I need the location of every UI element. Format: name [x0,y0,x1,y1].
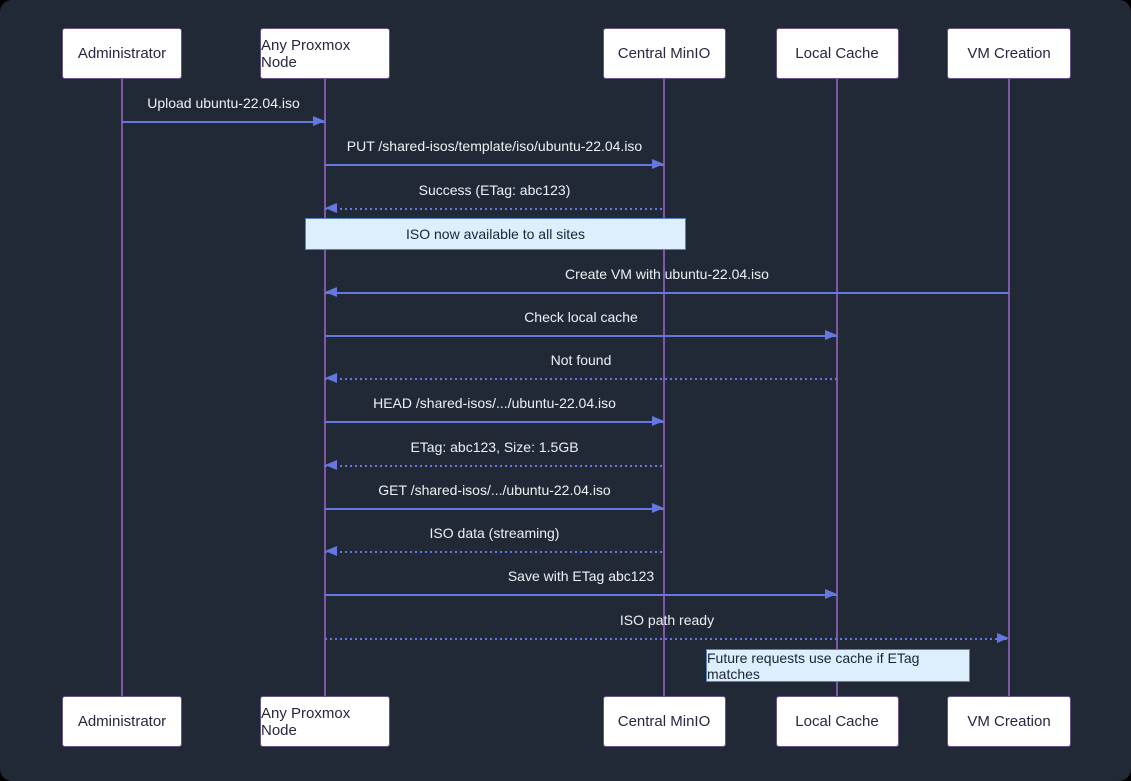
message-label-3: Create VM with ubuntu-22.04.iso [565,266,769,282]
message-label-0: Upload ubuntu-22.04.iso [147,95,300,111]
message-line-10 [325,594,837,596]
message-label-7: ETag: abc123, Size: 1.5GB [410,439,579,455]
actor-box-cache-top: Local Cache [775,28,899,79]
actor-box-vm-top: VM Creation [947,28,1071,79]
message-line-9 [325,551,664,553]
message-arrowhead-11 [997,633,1009,643]
lifeline-vm [1008,79,1010,697]
actor-box-proxmox-bottom: Any Proxmox Node [260,696,390,747]
message-line-5 [325,378,837,380]
lifeline-administrator [121,79,123,697]
note-0: ISO now available to all sites [305,218,686,250]
message-label-10: Save with ETag abc123 [507,568,655,584]
message-line-2 [325,208,664,210]
message-arrowhead-4 [825,330,837,340]
message-line-7 [325,465,664,467]
message-label-2: Success (ETag: abc123) [418,182,571,198]
actor-box-administrator-bottom: Administrator [62,696,182,747]
actor-box-minio-bottom: Central MinIO [602,696,726,747]
message-arrowhead-7 [325,460,337,470]
message-line-8 [325,508,664,510]
message-arrowhead-2 [325,203,337,213]
message-arrowhead-3 [325,287,337,297]
message-arrowhead-8 [652,503,664,513]
message-label-8: GET /shared-isos/.../ubuntu-22.04.iso [378,482,611,498]
lifeline-proxmox [324,79,326,697]
actor-box-proxmox-top: Any Proxmox Node [260,28,390,79]
message-arrowhead-9 [325,546,337,556]
message-arrowhead-0 [313,116,325,126]
message-label-9: ISO data (streaming) [429,525,560,541]
note-1: Future requests use cache if ETag matche… [706,649,970,682]
message-label-1: PUT /shared-isos/template/iso/ubuntu-22.… [346,138,643,154]
message-arrowhead-10 [825,589,837,599]
actor-box-cache-bottom: Local Cache [775,696,899,747]
actor-box-minio-top: Central MinIO [602,28,726,79]
message-line-11 [325,638,1009,640]
message-line-6 [325,421,664,423]
message-line-0 [122,121,325,123]
message-arrowhead-1 [652,159,664,169]
actor-box-administrator-top: Administrator [62,28,182,79]
message-arrowhead-5 [325,373,337,383]
lifeline-minio [663,79,665,697]
message-label-6: HEAD /shared-isos/.../ubuntu-22.04.iso [373,395,616,411]
message-arrowhead-6 [652,416,664,426]
message-line-3 [325,292,1009,294]
message-label-4: Check local cache [524,309,638,325]
message-line-4 [325,335,837,337]
message-line-1 [325,164,664,166]
lifeline-cache [836,79,838,697]
message-label-11: ISO path ready [619,612,715,628]
message-label-5: Not found [550,352,612,368]
actor-box-vm-bottom: VM Creation [947,696,1071,747]
